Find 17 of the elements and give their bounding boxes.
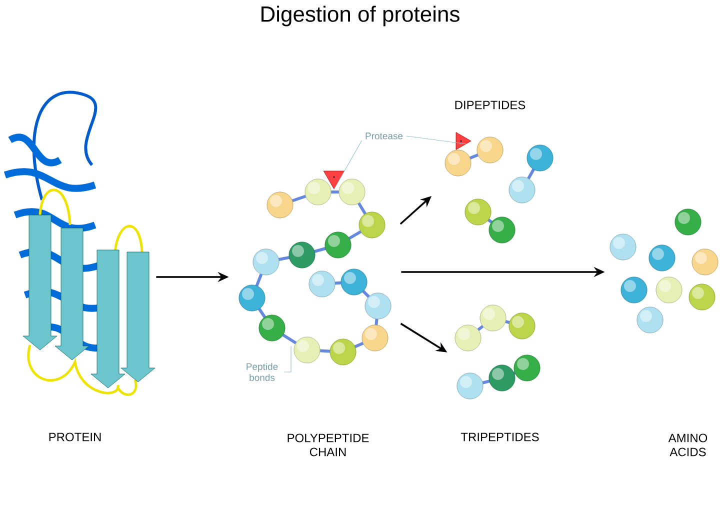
stage-label: POLYPEPTIDE CHAIN bbox=[288, 434, 369, 456]
peptides-drawing bbox=[454, 304, 540, 400]
stage-label: DIPEPTIDES bbox=[455, 100, 526, 110]
enzyme-triangle bbox=[456, 132, 472, 150]
peptides-drawing bbox=[444, 136, 554, 244]
stage-label: TRIPEPTIDES bbox=[460, 432, 539, 442]
leader-line bbox=[406, 136, 466, 144]
leader-line bbox=[334, 140, 362, 190]
amino-acids-drawing bbox=[610, 208, 718, 334]
enzyme-triangle bbox=[323, 170, 345, 190]
protein-drawing bbox=[4, 91, 156, 396]
title: Digestion of proteins bbox=[262, 6, 460, 26]
stage-label: AMINO ACIDS bbox=[668, 434, 708, 456]
stage-label: PROTEIN bbox=[49, 432, 101, 442]
leader-line bbox=[284, 346, 292, 372]
callout-text: Peptide bonds bbox=[246, 363, 278, 381]
callout-text: Protease bbox=[366, 132, 403, 140]
